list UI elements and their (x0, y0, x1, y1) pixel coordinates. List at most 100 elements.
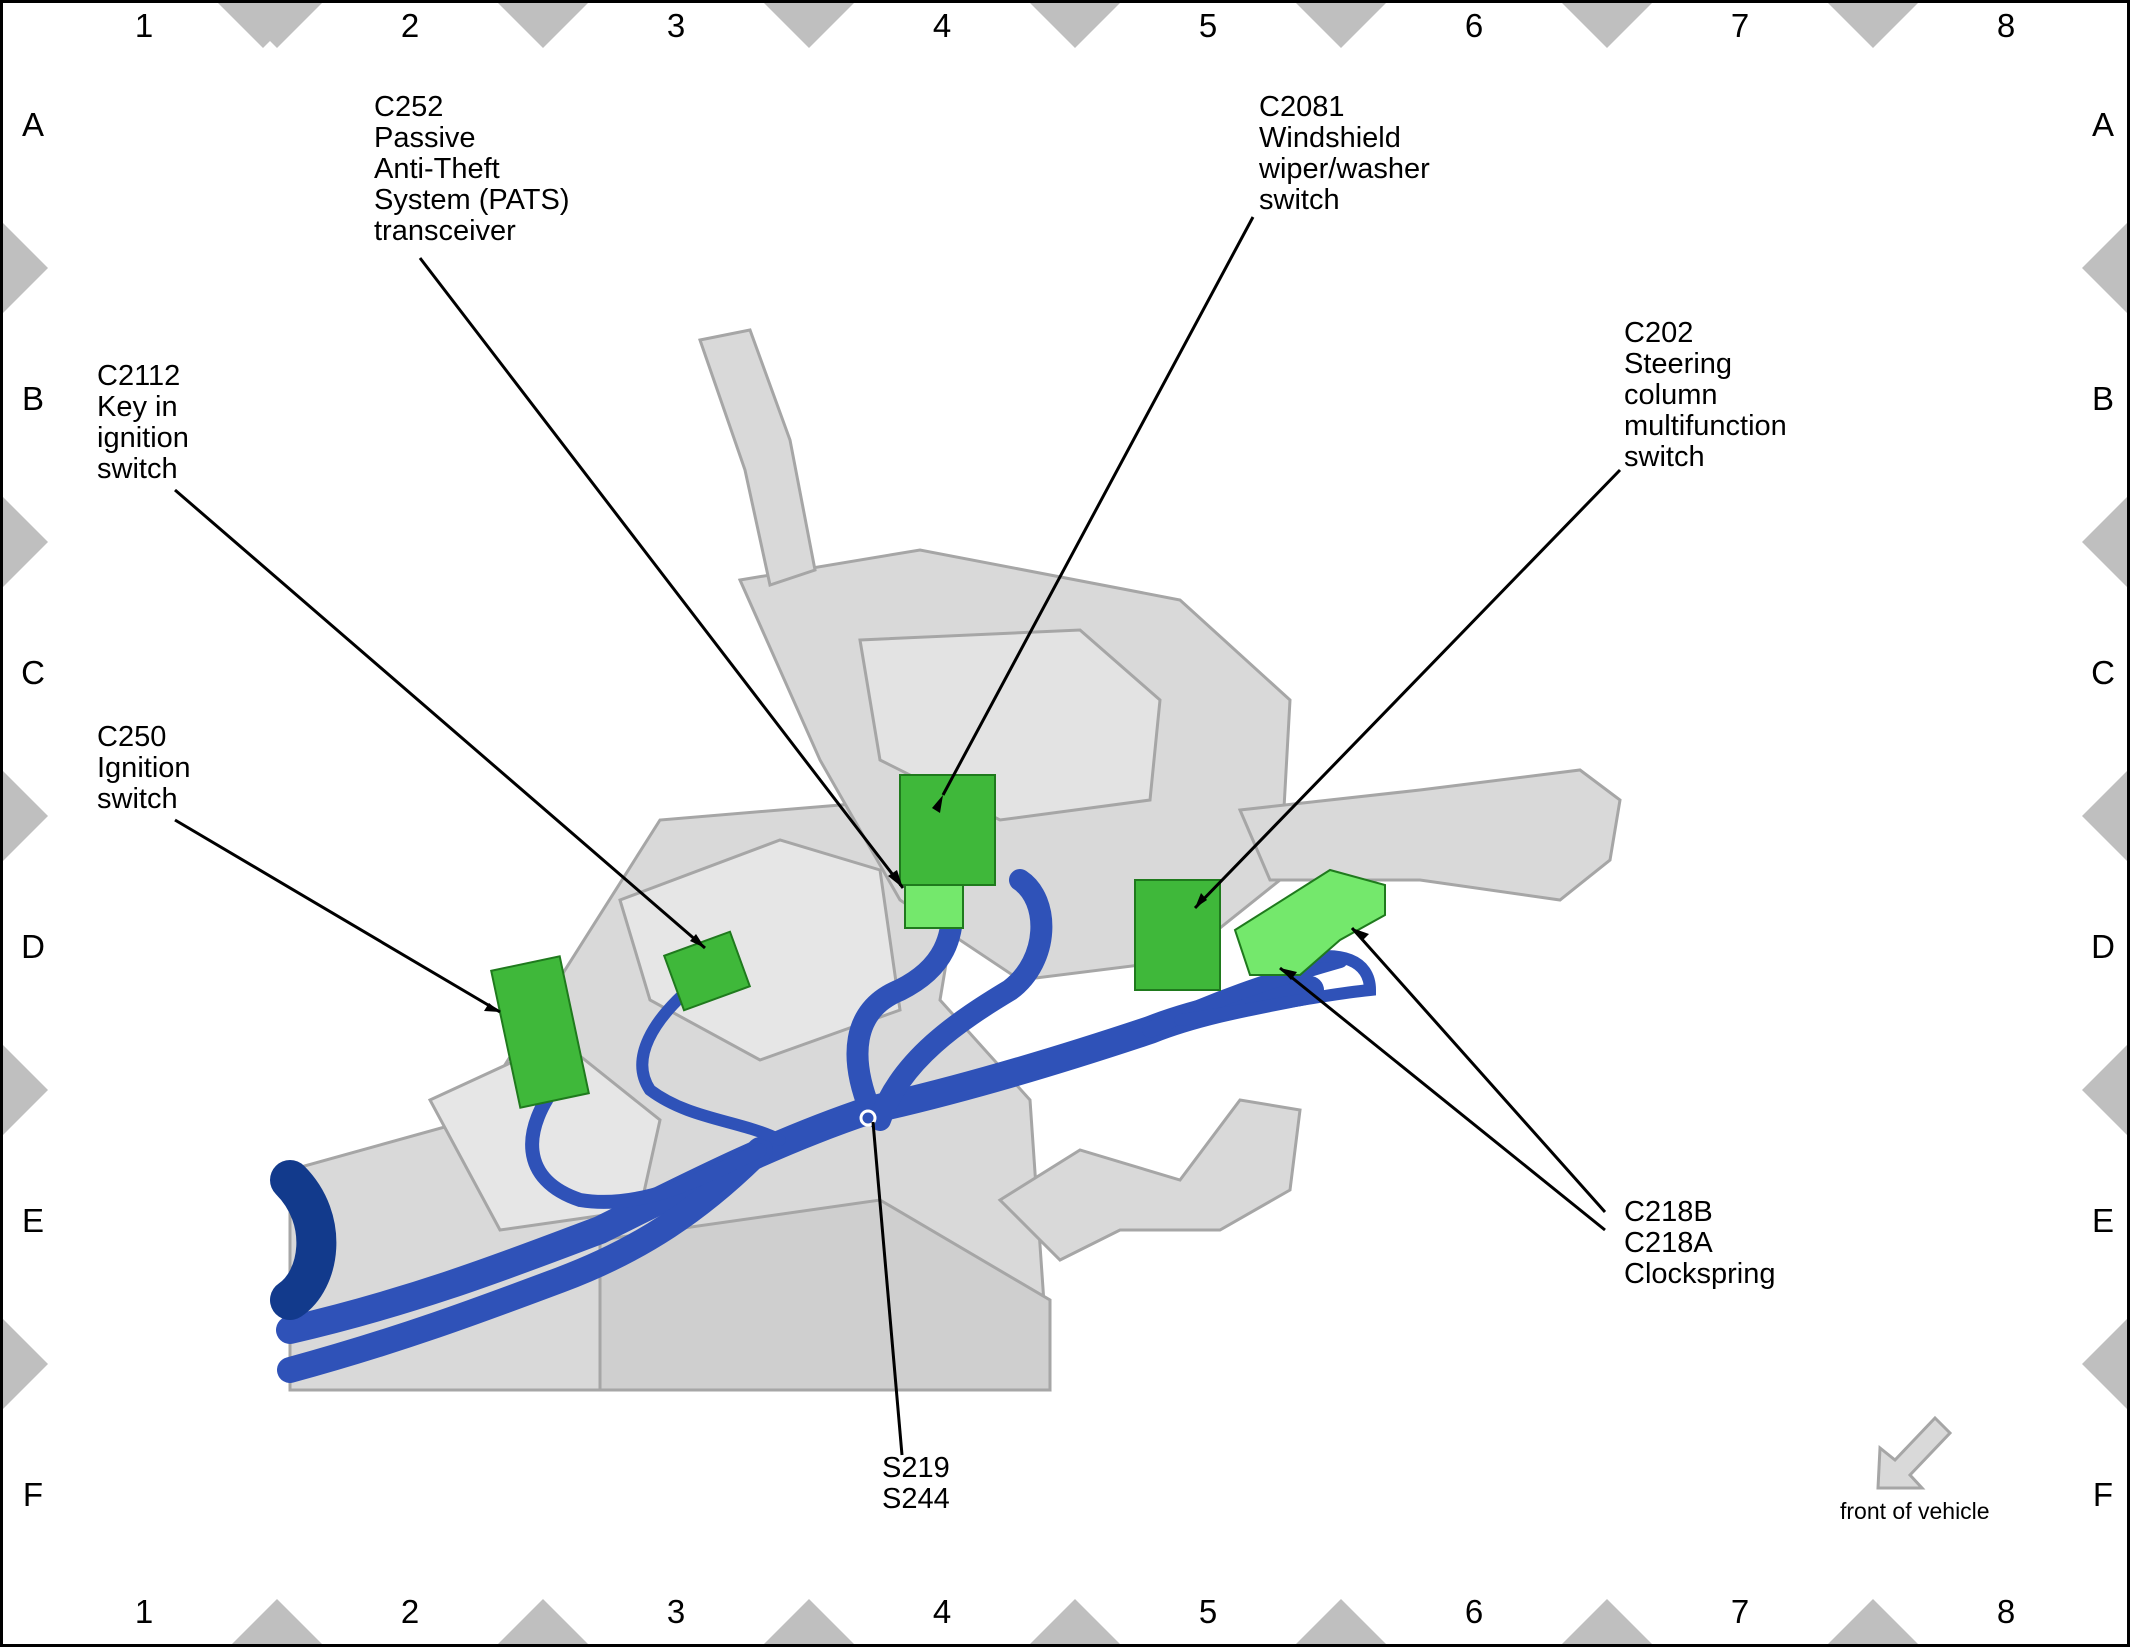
callout-line: Ignition (97, 752, 191, 784)
callout-line: C252 (374, 91, 444, 123)
grid-marker (2082, 1319, 2127, 1409)
grid-marker (3, 223, 48, 313)
grid-row-label: E (21, 1202, 44, 1239)
connector-c2081 (899, 774, 996, 886)
grid-column-label: 6 (1464, 7, 1484, 44)
callout-line: C250 (97, 721, 167, 753)
grid-row-label: B (21, 380, 44, 417)
grid-column-label: 3 (666, 7, 686, 44)
grid-marker (3, 771, 48, 861)
grid-marker (3, 1319, 48, 1409)
grid-marker (1562, 3, 1652, 48)
grid-row-label: A (2091, 106, 2114, 143)
grid-marker (1296, 3, 1386, 48)
grid-marker (1030, 3, 1120, 48)
grid-marker (498, 3, 588, 48)
leader-c218b (1350, 927, 1607, 1213)
grid-marker (1828, 1599, 1918, 1644)
leader-c2112 (174, 488, 706, 950)
grid-row-label: E (2091, 1202, 2114, 1239)
callout-line: Key in (97, 391, 178, 423)
leader-c218a (1279, 966, 1606, 1232)
grid-marker (2082, 223, 2127, 313)
callout-line: C218A (1624, 1227, 1713, 1259)
callout-line: ignition (97, 422, 189, 454)
callout-line: Steering (1624, 348, 1733, 380)
callout-line: Windshield (1259, 122, 1401, 154)
grid-column-label: 3 (666, 1593, 686, 1630)
grid-marker (3, 1045, 48, 1135)
callout-line: C2112 (97, 360, 181, 392)
grid-row-label: D (21, 928, 45, 965)
callout-line: switch (1624, 441, 1705, 473)
wiring-harness (270, 869, 1377, 1383)
grid-row-label: C (2091, 654, 2115, 691)
grid-marker (2082, 1045, 2127, 1135)
grid-marker (2082, 497, 2127, 587)
callout-line: C202 (1624, 317, 1694, 349)
callout-line: column (1624, 379, 1718, 411)
grid-column-label: 8 (1996, 1593, 2016, 1630)
grid-column-label: 1 (134, 7, 154, 44)
grid-row-label: A (21, 106, 44, 143)
grid-marker (764, 3, 854, 48)
grid-marker (1828, 3, 1918, 48)
grid-marker (498, 1599, 588, 1644)
grid-marker (1296, 1599, 1386, 1644)
grid-column-label: 5 (1198, 7, 1218, 44)
callout-line: wiper/washer (1259, 153, 1430, 185)
splice-marker (859, 1109, 877, 1127)
leader-c202 (1193, 468, 1622, 910)
callout-line: switch (97, 453, 178, 485)
steering-column-housing (288, 328, 1622, 1392)
callout-line: Passive (374, 122, 476, 154)
arrow-down-left-icon (1876, 1415, 1953, 1490)
grid-marker (1562, 1599, 1652, 1644)
callout-line: S219 (882, 1452, 950, 1484)
grid-marker (764, 1599, 854, 1644)
callout-line: Anti-Theft (374, 153, 500, 185)
callout-line: Clockspring (1624, 1258, 1776, 1290)
callout-line: S244 (882, 1483, 950, 1515)
leader-c2081 (941, 216, 1255, 796)
callout-line: transceiver (374, 215, 516, 247)
leader-c252 (418, 257, 905, 889)
grid-column-label: 6 (1464, 1593, 1484, 1630)
callout-line: C218B (1624, 1196, 1713, 1228)
grid-row-label: C (21, 654, 45, 691)
grid-marker (1030, 1599, 1120, 1644)
grid-row-label: D (2091, 928, 2115, 965)
callout-line: C2081 (1259, 91, 1345, 123)
connector-c252 (904, 877, 964, 929)
callout-line: System (PATS) (374, 184, 570, 216)
leader-s219 (871, 1121, 904, 1456)
grid-column-label: 4 (932, 1593, 952, 1630)
grid-column-label: 5 (1198, 1593, 1218, 1630)
grid-column-label: 7 (1730, 1593, 1750, 1630)
callout-line: multifunction (1624, 410, 1787, 442)
grid-marker (232, 1599, 322, 1644)
connector-c218 (1233, 868, 1386, 976)
connector-c250 (490, 955, 590, 1109)
leader-c250 (174, 818, 501, 1014)
grid-row-label: F (22, 1476, 44, 1513)
grid-column-label: 2 (400, 7, 420, 44)
callout-line: switch (1259, 184, 1340, 216)
grid-row-label: B (2091, 380, 2114, 417)
grid-marker (218, 3, 308, 48)
grid-column-label: 1 (134, 1593, 154, 1630)
grid-column-label: 2 (400, 1593, 420, 1630)
grid-marker (3, 497, 48, 587)
grid-column-label: 4 (932, 7, 952, 44)
